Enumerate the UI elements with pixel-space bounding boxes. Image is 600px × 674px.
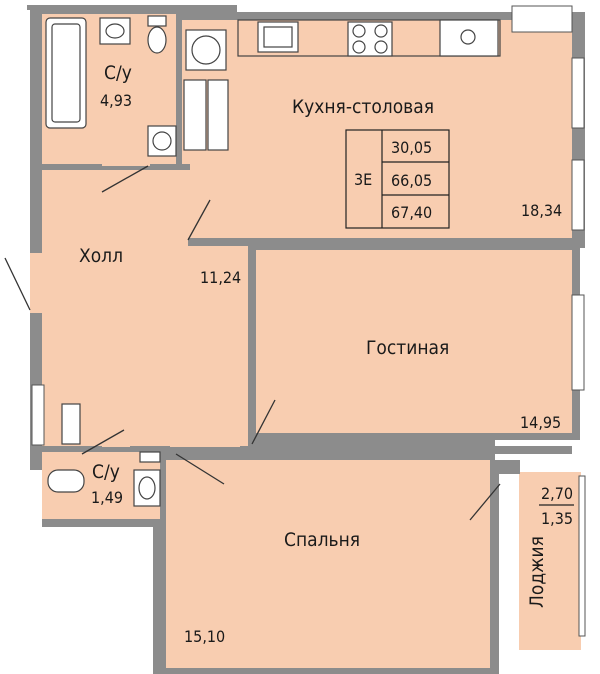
floor — [30, 14, 581, 668]
living-name: Гостиная — [366, 337, 449, 359]
door-kitchen — [187, 199, 211, 241]
wall-bath2-top — [42, 446, 102, 452]
wall-hall-living — [248, 246, 256, 386]
window-kitchen-top — [511, 5, 573, 33]
door-living — [251, 399, 276, 445]
sink2-icon — [133, 469, 161, 507]
wall-kitchen-hall — [188, 238, 572, 246]
windows — [31, 5, 586, 637]
summary-table — [345, 129, 450, 229]
washing-machine-icon — [185, 29, 227, 71]
door-entrance — [4, 257, 31, 311]
wall-hall-living-lower — [248, 408, 256, 448]
living-area: 14,95 — [520, 413, 561, 432]
bedroom-name: Спальня — [284, 529, 360, 551]
window-kitchen-side1 — [571, 57, 585, 129]
doors — [4, 165, 501, 521]
stove-icon — [347, 21, 393, 57]
bathtub-icon — [45, 17, 87, 129]
wall-bath2-right — [160, 452, 166, 522]
wall-bath1-hall-right — [150, 164, 190, 170]
wall-loggia-left — [490, 460, 498, 674]
summary-rooms-label: 3Е — [354, 170, 372, 189]
kitchen-name: Кухня-столовая — [292, 96, 434, 118]
summary-living-area: 30,05 — [391, 138, 432, 157]
door-loggia — [469, 483, 501, 521]
bath2-name: С/у — [92, 461, 120, 483]
summary-total-area: 66,05 — [391, 171, 432, 190]
hall-left-extension — [30, 253, 44, 313]
door-bedroom — [175, 453, 225, 485]
fixtures — [45, 15, 501, 507]
bedroom-area: 15,10 — [184, 627, 225, 646]
window-loggia — [578, 475, 586, 637]
boiler-icon — [147, 125, 177, 157]
shaft-icon — [183, 79, 207, 151]
door-bath2 — [81, 429, 125, 455]
loggia-floor — [519, 472, 581, 650]
sink-icon — [99, 17, 131, 45]
loggia-area-full: 2,70 — [541, 484, 573, 503]
wall-living-bedroom — [240, 446, 572, 454]
window-kitchen-side2 — [571, 159, 585, 231]
summary-total-with-loggia: 67,40 — [391, 203, 432, 222]
hall-name: Холл — [79, 245, 123, 267]
wall-bath2-top-right — [130, 446, 170, 452]
bath1-name: С/у — [104, 62, 132, 84]
wall-bedroom-loggia — [495, 460, 520, 474]
fridge-icon — [439, 19, 499, 57]
loggia-area-reduced: 1,35 — [541, 509, 573, 528]
hall-floor — [42, 170, 248, 447]
wall-bath1-kitchen — [176, 14, 182, 164]
wall-bath1-hall — [42, 164, 102, 170]
window-living — [571, 294, 585, 391]
bedroom-floor — [166, 460, 490, 668]
door-bath1 — [101, 165, 149, 193]
loggia-name: Лоджия — [526, 536, 548, 608]
radiator-icon — [61, 403, 81, 445]
bath2-area: 1,49 — [91, 488, 123, 507]
bath1-area: 4,93 — [100, 91, 132, 110]
toilet2-icon — [47, 469, 85, 493]
hall-area: 11,24 — [200, 268, 241, 287]
toilet-icon — [147, 26, 167, 54]
window-hall-left — [31, 384, 45, 446]
kitchen-area: 18,34 — [521, 201, 562, 220]
interior-walls — [42, 14, 572, 674]
living-floor — [256, 250, 572, 433]
